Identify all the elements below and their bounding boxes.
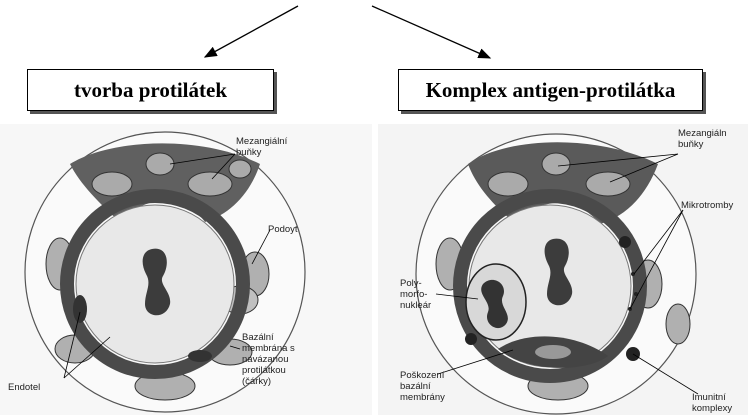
arrow-right xyxy=(372,6,490,58)
glomerulus-diagram-left: Mezangiální buňky Podoyt Bazální membrán… xyxy=(0,124,372,415)
label-endotel-left: Endotel xyxy=(8,382,40,393)
label-polymorph-right: Poly- morfo- nukleár xyxy=(400,278,431,311)
glomerulus-diagram-right: Mezangiáln buňky Mikrotromby Poly- morfo… xyxy=(378,124,748,415)
label-podocyte-left: Podoyt xyxy=(268,224,298,235)
label-mesangial-left: Mezangiální buňky xyxy=(236,136,287,158)
antibody-formation-box: tvorba protilátek xyxy=(27,69,274,111)
antigen-antibody-complex-box: Komplex antigen-protilátka xyxy=(398,69,703,111)
label-damage-right: Poškození bazální membrány xyxy=(400,370,445,403)
arrow-left xyxy=(205,6,298,57)
label-basal-membrane-left: Bazální membrána s navázanou protilátkou… xyxy=(242,332,295,387)
label-mesangial-right: Mezangiáln buňky xyxy=(678,128,727,150)
label-immune-right: Imunitní komplexy xyxy=(692,392,732,414)
label-microthrombi-right: Mikrotromby xyxy=(681,200,733,211)
glomerulus-left-art xyxy=(0,124,372,415)
